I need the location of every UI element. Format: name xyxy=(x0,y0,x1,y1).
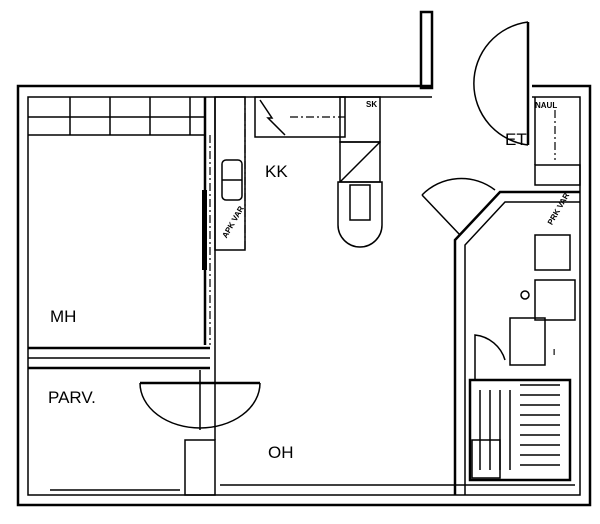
room-label-living-room: OH xyxy=(268,443,294,462)
kitchen-counter xyxy=(214,96,346,251)
bathroom-walls xyxy=(453,97,581,495)
room-label-kitchen: KK xyxy=(265,162,288,181)
bedroom-window-band xyxy=(28,97,205,136)
fixture-label-coat-rack: NAUL xyxy=(535,101,557,110)
kitchen-appliances xyxy=(337,96,383,248)
bathroom-fixtures xyxy=(474,234,576,380)
room-label-bedroom: MH xyxy=(50,307,76,326)
balcony-door xyxy=(139,370,261,430)
fixture-label-cabinet: SK xyxy=(366,100,377,109)
stairs xyxy=(468,378,572,482)
entrance-door xyxy=(473,21,530,146)
exterior-walls xyxy=(16,84,592,507)
room-label-balcony: PARV. xyxy=(48,388,96,407)
duct xyxy=(419,10,434,90)
bottom-partition xyxy=(50,439,575,496)
balcony-divider xyxy=(28,346,210,370)
fixture-label-bath-mark: I xyxy=(553,348,555,357)
wardrobe-wall xyxy=(202,97,216,440)
room-label-entrance: ET xyxy=(505,130,527,149)
fixture-label-storage-left: APK VAR xyxy=(220,204,246,239)
fixture-label-storage-right: PRK VAR xyxy=(546,191,572,226)
bathroom-door xyxy=(421,177,496,236)
